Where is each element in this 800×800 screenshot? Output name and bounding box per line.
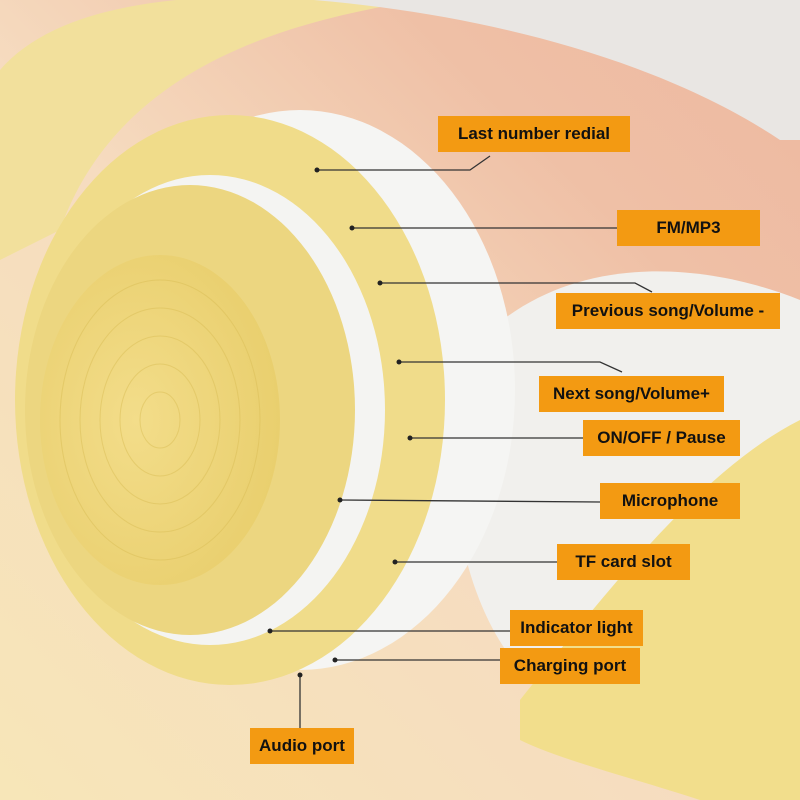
earcup-disc — [40, 255, 280, 585]
label-fm-mp3: FM/MP3 — [617, 210, 760, 246]
label-audio-port: Audio port — [250, 728, 354, 764]
label-microphone: Microphone — [600, 483, 740, 519]
label-indicator-light: Indicator light — [510, 610, 643, 646]
label-charging-port: Charging port — [500, 648, 640, 684]
label-next-song: Next song/Volume+ — [539, 376, 724, 412]
label-last-number-redial: Last number redial — [438, 116, 630, 152]
label-tf-card-slot: TF card slot — [557, 544, 690, 580]
headband — [0, 0, 420, 260]
label-previous-song: Previous song/Volume - — [556, 293, 780, 329]
label-on-off: ON/OFF / Pause — [583, 420, 740, 456]
